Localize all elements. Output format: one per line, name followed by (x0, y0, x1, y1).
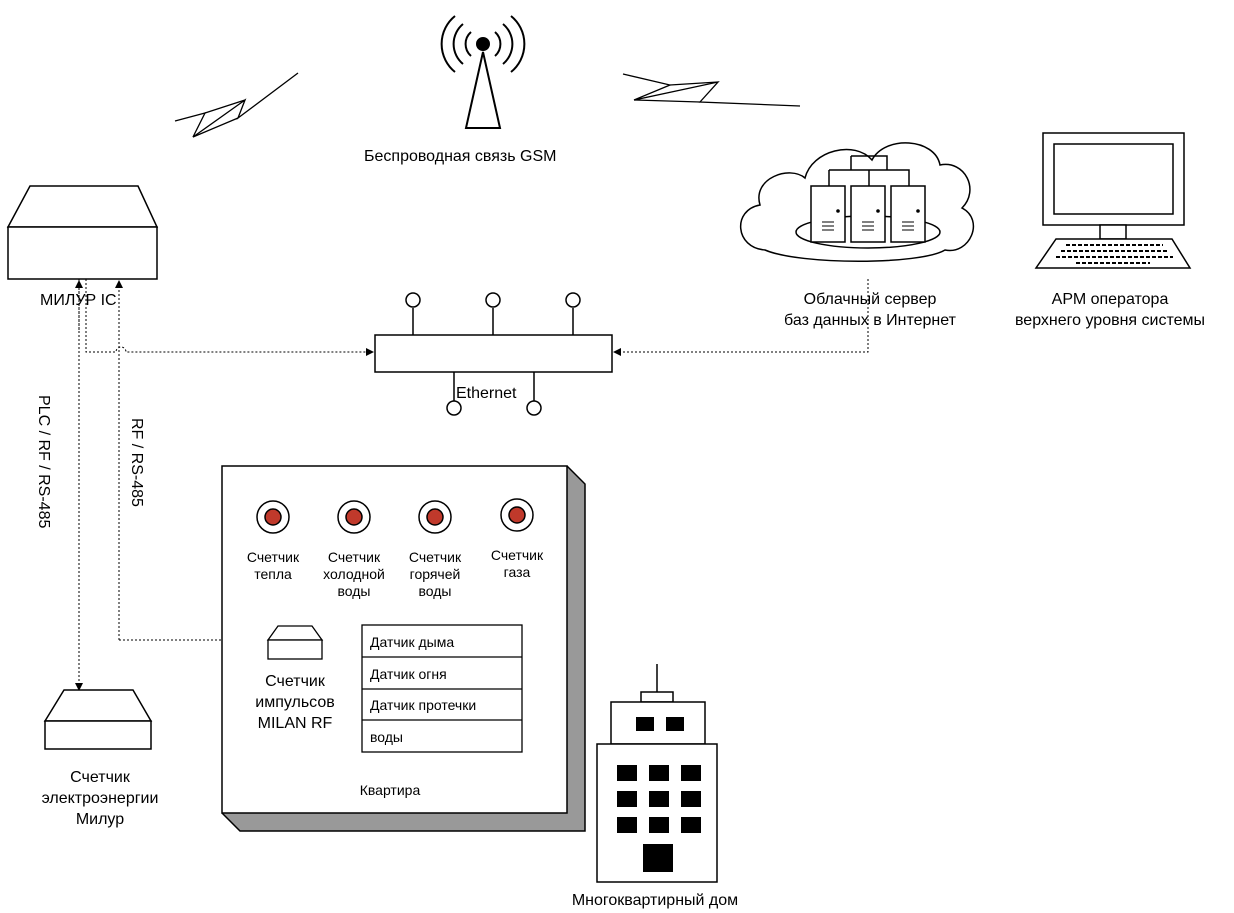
meter-cold-label-line3: воды (337, 583, 371, 599)
pulse-counter-label-line1: Счетчик (265, 673, 325, 690)
apartment-building-icon (596, 664, 718, 883)
meter-cold-label-line1: Счетчик (327, 549, 381, 565)
sensors-table (361, 624, 523, 753)
meter-hot-label-line1: Счетчик (408, 549, 462, 565)
gsm-antenna-icon (440, 15, 526, 129)
meter-indicators (256, 498, 534, 534)
sensor-fire: Датчик огня (370, 666, 447, 682)
link-plc-label: PLC / RF / RS-485 (35, 395, 52, 529)
pulse-counter-label-line2: импульсов (255, 694, 335, 711)
apartment-label: Квартира (359, 782, 421, 798)
meter-heat-label-line1: Счетчик (246, 549, 300, 565)
meter-heat-label: Счетчик тепла (233, 549, 313, 583)
meter-hot-label-line3: воды (418, 583, 452, 599)
electricity-meter-label-line1: Счетчик (70, 769, 130, 786)
pulse-counter-label: Счетчик импульсов MILAN RF (240, 671, 350, 734)
meter-heat-label-line2: тепла (254, 566, 292, 582)
sensor-leak-cont: воды (370, 729, 403, 745)
cloud-server-label: Облачный сервер баз данных в Интернет (770, 289, 970, 331)
sensor-smoke: Датчик дыма (370, 634, 455, 650)
milur-ic-device-icon (6, 185, 159, 280)
meter-gas-label-line2: газа (503, 564, 531, 580)
cloud-server-label-line1: Облачный сервер (803, 291, 937, 308)
electricity-meter-label: Счетчик электроэнергии Милур (40, 767, 160, 830)
meter-hot-label-line2: горячей (409, 566, 461, 582)
wireless-link-right-icon (622, 73, 801, 107)
ethernet-switch-icon (374, 292, 613, 416)
meter-hot-label: Счетчик горячей воды (395, 549, 475, 600)
wireless-link-left-icon (174, 72, 299, 138)
link-rf-label: RF / RS-485 (128, 418, 145, 507)
milur-ic-label: МИЛУР IC (40, 292, 117, 309)
cloud-server-label-line2: баз данных в Интернет (784, 312, 956, 329)
electricity-meter-label-line3: Милур (75, 811, 125, 828)
workstation-label-line2: верхнего уровня системы (1014, 312, 1206, 329)
workstation-label-line1: АРМ оператора (1051, 291, 1169, 308)
meter-cold-label: Счетчик холодной воды (314, 549, 394, 600)
meter-gas-label-line1: Счетчик (490, 547, 544, 563)
electricity-meter-label-line2: электроэнергии (41, 790, 159, 807)
gsm-label: Беспроводная связь GSM (364, 148, 557, 165)
meter-cold-label-line2: холодной (323, 566, 385, 582)
sensor-leak: Датчик протечки (370, 697, 477, 713)
workstation-monitor-icon (1034, 132, 1192, 269)
meter-gas-label: Счетчик газа (477, 547, 557, 581)
pulse-counter-label-line3: MILAN RF (257, 715, 333, 732)
pulse-counter-icon (266, 625, 324, 660)
electricity-meter-icon (43, 689, 153, 750)
cloud-server-icon (740, 142, 974, 262)
connection-lines (75, 279, 869, 691)
ethernet-label: Ethernet (456, 385, 517, 402)
workstation-label: АРМ оператора верхнего уровня системы (988, 289, 1232, 331)
building-label: Многоквартирный дом (571, 892, 739, 909)
